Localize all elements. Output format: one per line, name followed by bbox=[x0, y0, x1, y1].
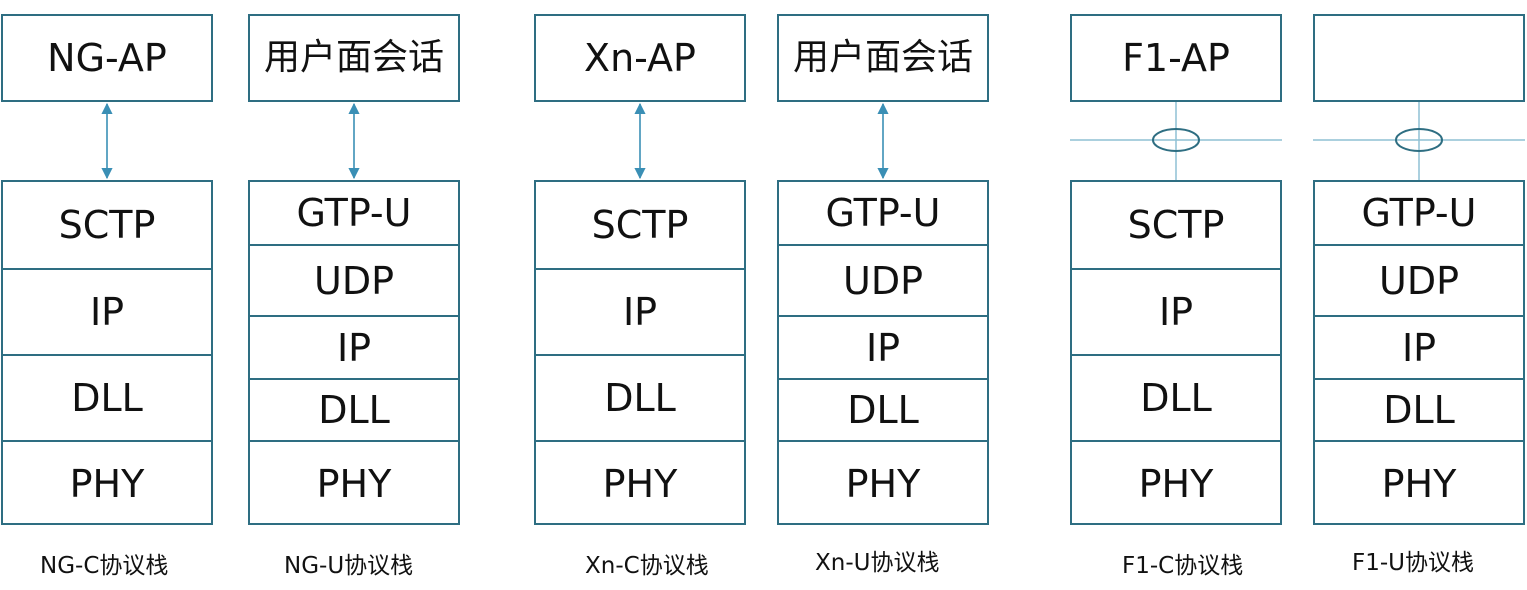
xn-c-layer-phy: PHY bbox=[536, 440, 744, 525]
f1-u-layer-dll-label: DLL bbox=[1383, 388, 1455, 432]
f1-u-layer-gtpu: GTP-U bbox=[1315, 182, 1523, 244]
xn-c-layer-dll-label: DLL bbox=[604, 376, 676, 420]
xn-u-layer-udp-label: UDP bbox=[843, 258, 923, 303]
f1-c-lens-crossing bbox=[1070, 102, 1282, 180]
xn-ap-label: Xn-AP bbox=[584, 36, 696, 80]
ng-u-caption: NG-U协议栈 bbox=[284, 553, 414, 579]
ng-u-layer-dll: DLL bbox=[250, 378, 458, 440]
ng-u-layer-phy-label: PHY bbox=[316, 461, 392, 506]
f1-u-layer-udp: UDP bbox=[1315, 244, 1523, 315]
f1-u-stack: GTP-U UDP IP DLL PHY bbox=[1313, 180, 1525, 525]
f1-c-layer-ip-label: IP bbox=[1158, 290, 1194, 334]
ng-u-layer-ip-label: IP bbox=[336, 325, 372, 370]
xn-u-layer-dll-label: DLL bbox=[847, 388, 919, 432]
f1-u-layer-phy-label: PHY bbox=[1381, 461, 1457, 506]
f1-c-layer-ip: IP bbox=[1072, 268, 1280, 354]
ng-c-layer-sctp-label: SCTP bbox=[58, 203, 156, 247]
xn-u-layer-phy-label: PHY bbox=[845, 461, 921, 506]
ng-u-layer-udp-label: UDP bbox=[314, 258, 394, 303]
xn-c-layer-dll: DLL bbox=[536, 354, 744, 440]
ng-u-layer-dll-label: DLL bbox=[318, 388, 390, 432]
ng-u-layer-ip: IP bbox=[250, 315, 458, 378]
ng-u-layer-gtpu-label: GTP-U bbox=[296, 191, 412, 235]
f1-u-layer-udp-label: UDP bbox=[1379, 258, 1459, 303]
f1-c-layer-sctp: SCTP bbox=[1072, 182, 1280, 268]
ng-u-layer-gtpu: GTP-U bbox=[250, 182, 458, 244]
f1-u-layer-gtpu-label: GTP-U bbox=[1361, 191, 1477, 235]
ng-u-session-label: 用户面会话 bbox=[263, 37, 444, 78]
ng-c-layer-ip-label: IP bbox=[89, 290, 125, 334]
ng-c-caption: NG-C协议栈 bbox=[40, 553, 169, 579]
ng-c-layer-dll: DLL bbox=[3, 354, 211, 440]
f1-u-caption: F1-U协议栈 bbox=[1352, 550, 1474, 576]
ng-ap-box: NG-AP bbox=[1, 14, 213, 102]
f1-u-layer-phy: PHY bbox=[1315, 440, 1523, 525]
f1-c-layer-sctp-label: SCTP bbox=[1127, 203, 1225, 247]
ng-c-layer-phy: PHY bbox=[3, 440, 211, 525]
ng-u-session-box: 用户面会话 bbox=[248, 14, 460, 102]
xn-u-layer-phy: PHY bbox=[779, 440, 987, 525]
xn-c-layer-sctp: SCTP bbox=[536, 182, 744, 268]
xn-c-caption: Xn-C协议栈 bbox=[585, 553, 709, 579]
xn-u-layer-gtpu: GTP-U bbox=[779, 182, 987, 244]
xn-u-stack: GTP-U UDP IP DLL PHY bbox=[777, 180, 989, 525]
xn-c-layer-ip: IP bbox=[536, 268, 744, 354]
ng-ap-label: NG-AP bbox=[47, 36, 167, 80]
ng-u-layer-udp: UDP bbox=[250, 244, 458, 315]
ng-c-layer-sctp: SCTP bbox=[3, 182, 211, 268]
ng-c-stack: SCTP IP DLL PHY bbox=[1, 180, 213, 525]
xn-u-layer-udp: UDP bbox=[779, 244, 987, 315]
f1-u-layer-ip-label: IP bbox=[1401, 325, 1437, 370]
xn-c-stack: SCTP IP DLL PHY bbox=[534, 180, 746, 525]
f1-ap-label: F1-AP bbox=[1122, 36, 1230, 80]
xn-u-layer-ip: IP bbox=[779, 315, 987, 378]
f1-c-layer-phy-label: PHY bbox=[1138, 461, 1214, 506]
xn-u-layer-dll: DLL bbox=[779, 378, 987, 440]
f1-ap-box: F1-AP bbox=[1070, 14, 1282, 102]
f1-c-layer-phy: PHY bbox=[1072, 440, 1280, 525]
xn-c-layer-sctp-label: SCTP bbox=[591, 203, 689, 247]
ng-u-layer-phy: PHY bbox=[250, 440, 458, 525]
xn-c-layer-ip-label: IP bbox=[622, 290, 658, 334]
ng-u-stack: GTP-U UDP IP DLL PHY bbox=[248, 180, 460, 525]
f1-c-layer-dll-label: DLL bbox=[1140, 376, 1212, 420]
xn-u-session-box: 用户面会话 bbox=[777, 14, 989, 102]
ng-c-layer-dll-label: DLL bbox=[71, 376, 143, 420]
xn-u-layer-ip-label: IP bbox=[865, 325, 901, 370]
f1-u-lens-crossing bbox=[1313, 102, 1525, 180]
xn-ap-box: Xn-AP bbox=[534, 14, 746, 102]
f1-c-stack: SCTP IP DLL PHY bbox=[1070, 180, 1282, 525]
xn-u-session-label: 用户面会话 bbox=[792, 37, 973, 78]
f1-c-layer-dll: DLL bbox=[1072, 354, 1280, 440]
f1-u-layer-ip: IP bbox=[1315, 315, 1523, 378]
f1-u-layer-dll: DLL bbox=[1315, 378, 1523, 440]
f1-u-empty-box bbox=[1313, 14, 1525, 102]
xn-u-caption: Xn-U协议栈 bbox=[815, 550, 940, 576]
xn-u-layer-gtpu-label: GTP-U bbox=[825, 191, 941, 235]
ng-c-layer-phy-label: PHY bbox=[69, 461, 145, 506]
xn-c-layer-phy-label: PHY bbox=[602, 461, 678, 506]
ng-c-layer-ip: IP bbox=[3, 268, 211, 354]
f1-c-caption: F1-C协议栈 bbox=[1122, 553, 1244, 579]
